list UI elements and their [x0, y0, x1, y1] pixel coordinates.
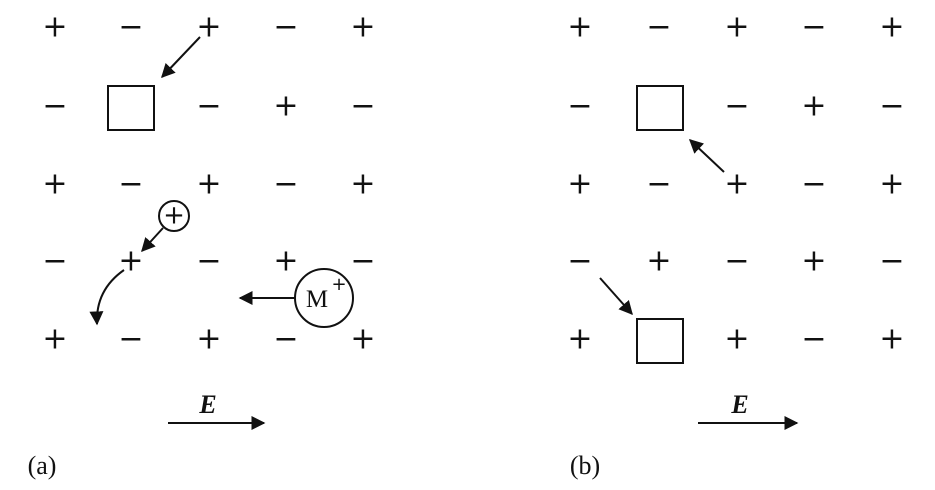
lattice-ion: +: [196, 322, 221, 357]
lattice-ion: +: [879, 322, 904, 357]
lattice-ion: −: [350, 244, 375, 279]
panel-b: + − + − + − − + − + − + − + − + − + − + …: [567, 10, 904, 481]
interstitial-ion-circle: [158, 200, 190, 232]
lattice-ion: −: [879, 89, 904, 124]
lattice-ion: +: [42, 167, 67, 202]
lattice-ion: +: [724, 167, 749, 202]
impurity-ion-charge: +: [331, 274, 346, 295]
cation-jump-arrow: [161, 36, 201, 79]
interstitial-ion-charge: +: [163, 201, 185, 231]
lattice-ion: +: [273, 89, 298, 124]
lattice-ion: −: [646, 167, 671, 202]
lattice-ion: −: [724, 89, 749, 124]
lattice-ion: +: [801, 244, 826, 279]
lattice-ion: +: [567, 322, 592, 357]
lattice-ion: +: [350, 167, 375, 202]
lattice-ion: +: [567, 10, 592, 45]
lattice-ion: +: [567, 167, 592, 202]
field-label-e: E: [730, 390, 748, 419]
impurity-ion-symbol: M: [306, 286, 328, 313]
lattice-ion: −: [273, 322, 298, 357]
lattice-ion: +: [646, 244, 671, 279]
lattice-ion: −: [350, 89, 375, 124]
lattice-ion: −: [879, 244, 904, 279]
lattice-ion: +: [118, 244, 143, 279]
lattice-ion: −: [801, 167, 826, 202]
lattice-ion: +: [196, 10, 221, 45]
lattice-ion: −: [567, 244, 592, 279]
lattice-ion: +: [42, 322, 67, 357]
interstitial-curved-arrow: [89, 269, 125, 326]
vacancy-box: [636, 85, 684, 131]
anion-jump-arrow: [599, 277, 633, 316]
lattice-ion: −: [801, 10, 826, 45]
lattice-ion: +: [350, 10, 375, 45]
lattice-ion: −: [196, 244, 221, 279]
lattice-ion: +: [273, 244, 298, 279]
cation-jump-arrow: [688, 139, 725, 173]
lattice-ion: −: [567, 89, 592, 124]
lattice-ion: −: [646, 10, 671, 45]
lattice-ion: −: [196, 89, 221, 124]
panel-label-a: (a): [28, 451, 57, 480]
lattice-ion: −: [118, 10, 143, 45]
lattice-ion: +: [879, 167, 904, 202]
lattice-ion: −: [118, 322, 143, 357]
lattice-ion: −: [42, 89, 67, 124]
lattice-ion: +: [42, 10, 67, 45]
panel-a: + − + − + − − + − + − + − + − + − + − + …: [28, 10, 376, 481]
lattice-ion: −: [273, 10, 298, 45]
lattice-ion: −: [118, 167, 143, 202]
lattice-ion: +: [724, 10, 749, 45]
lattice-ion: +: [350, 322, 375, 357]
lattice-ion: −: [42, 244, 67, 279]
vacancy-box: [636, 318, 684, 364]
interstitial-jump-arrow: [141, 227, 164, 253]
field-label-e: E: [198, 390, 216, 419]
lattice-ion: +: [879, 10, 904, 45]
lattice-ion: −: [801, 322, 826, 357]
panel-label-b: (b): [570, 451, 600, 480]
lattice-ion: −: [724, 244, 749, 279]
lattice-ion: −: [273, 167, 298, 202]
lattice-ion: +: [801, 89, 826, 124]
vacancy-box: [107, 85, 155, 131]
lattice-ion: +: [724, 322, 749, 357]
lattice-ion: +: [196, 167, 221, 202]
